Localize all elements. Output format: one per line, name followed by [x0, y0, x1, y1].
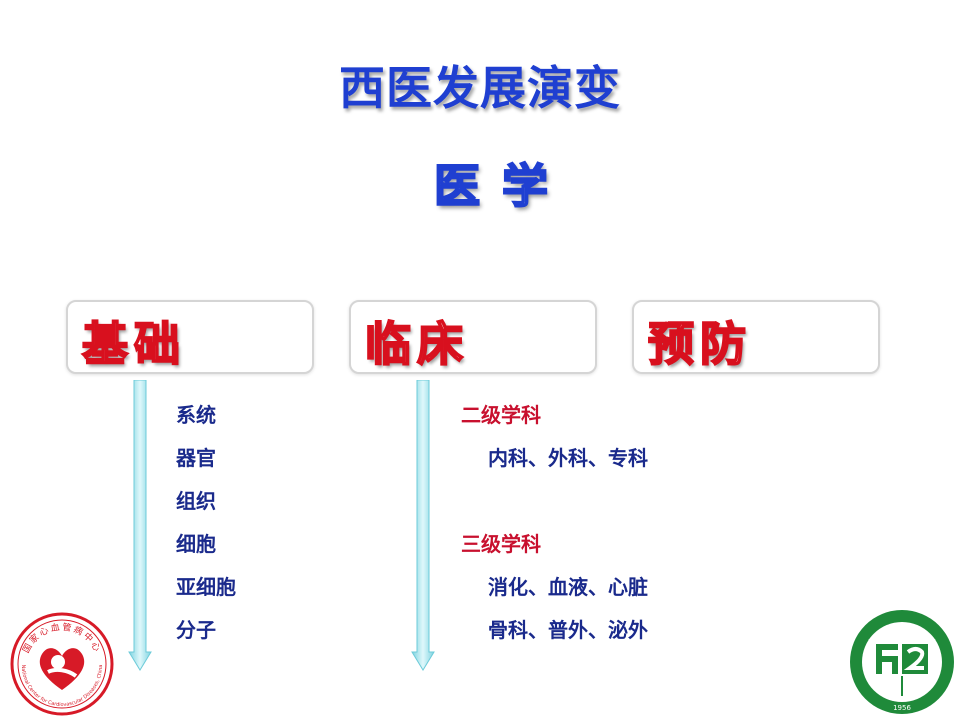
fuwai-hospital-logo-icon: 阜外心血管病医院 1956: [850, 610, 954, 714]
basic-list-item: 系统: [176, 403, 216, 427]
slide-title: 西医发展演变: [339, 61, 621, 115]
basic-list-item: 器官: [176, 446, 216, 470]
down-arrow-clinical-icon: [411, 380, 435, 671]
slide-subtitle: 医学: [433, 158, 570, 214]
level3-items-row2: 骨科、普外、泌外: [488, 618, 648, 642]
category-label-prevention: 预防: [647, 316, 752, 372]
national-cardiovascular-center-logo-icon: 国家心血管病中心 National Center for Cardiovascu…: [10, 612, 114, 716]
basic-list-item: 细胞: [176, 532, 216, 556]
category-label-basic: 基础: [81, 316, 186, 372]
level3-heading: 三级学科: [461, 532, 541, 556]
category-box-prevention: 预防: [632, 300, 880, 374]
basic-list-item: 亚细胞: [176, 575, 236, 599]
category-box-clinical: 临床: [349, 300, 597, 374]
basic-list-item: 组织: [176, 489, 216, 513]
level3-items-row1: 消化、血液、心脏: [488, 575, 648, 599]
basic-list-item: 分子: [176, 618, 216, 642]
level2-items: 内科、外科、专科: [488, 446, 648, 470]
right-logo-year: 1956: [893, 704, 911, 712]
category-label-clinical: 临床: [364, 316, 469, 372]
category-box-basic: 基础: [66, 300, 314, 374]
level2-heading: 二级学科: [461, 403, 541, 427]
down-arrow-basic-icon: [128, 380, 152, 671]
